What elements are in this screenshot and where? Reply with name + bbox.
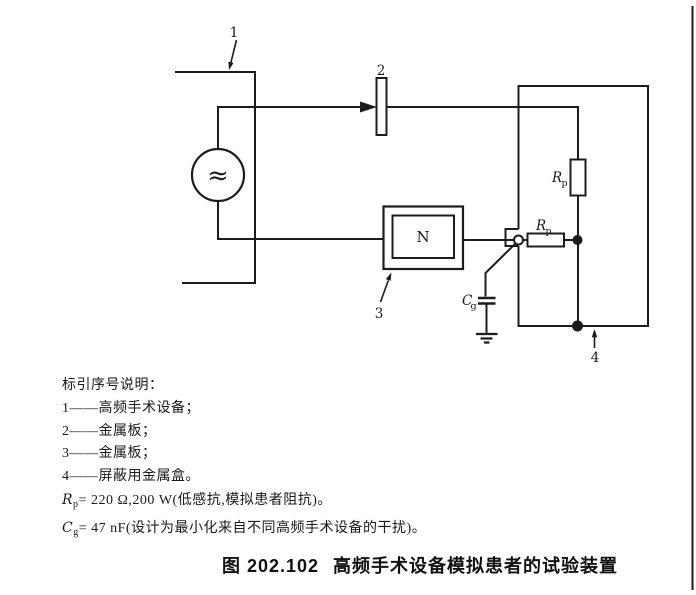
legend-cg-line: Cg= 47 nF(设计为最小化来自不同高频手术设备的干扰)。	[62, 517, 426, 545]
cg-label: C	[462, 293, 473, 309]
callout-1-arrow-line	[230, 39, 238, 63]
ground-symbol	[476, 332, 498, 344]
shield-box-outline	[517, 85, 649, 327]
callout-2-label: 2	[377, 63, 386, 79]
legend-item-2: 2——金属板；	[62, 423, 157, 439]
legend-cg-text: = 47 nF(设计为最小化来自不同高频手术设备的干扰)。	[78, 520, 427, 536]
rp-vertical-label: R	[551, 170, 562, 186]
cg-label-sub: g	[471, 301, 477, 312]
terminal-circle	[513, 234, 524, 246]
callout-1-arrowhead	[228, 61, 234, 70]
plate-arrowhead	[360, 101, 377, 113]
callout-4-arrowhead	[591, 329, 598, 338]
callout-3-label: 3	[375, 306, 384, 322]
rp-horizontal-resistor	[526, 232, 565, 248]
legend-cg-subscript: g	[73, 526, 79, 538]
callout-1-label: 1	[230, 25, 239, 41]
legend-rp-line: Rp= 220 Ω,200 W(低感抗,模拟患者阻抗)。	[62, 489, 426, 517]
source-wires	[217, 106, 383, 240]
junction-dot-top	[572, 235, 583, 245]
capacitor-plates	[478, 296, 496, 305]
legend-rp-text: = 220 Ω,200 W(低感抗,模拟患者阻抗)。	[78, 492, 332, 508]
legend-rp-subscript: p	[73, 498, 79, 510]
rp-horizontal-label: R	[535, 218, 546, 234]
n-box-label: N	[416, 228, 429, 246]
ac-source-circle	[190, 147, 246, 203]
plate-to-resistor-wire	[386, 106, 579, 160]
legend-cg-symbol: C	[62, 519, 74, 536]
legend-item-4: 4——屏蔽用金属盒。	[62, 469, 200, 485]
callout-3-arrow-line	[379, 280, 390, 303]
rp-horizontal-label-sub: p	[546, 226, 552, 237]
legend-item-1: 1——高频手术设备；	[62, 400, 200, 416]
figure-number: 图 202.102	[221, 556, 320, 576]
legend-item-3: 3——金属板；	[62, 446, 157, 462]
legend-rp-symbol: R	[62, 491, 74, 508]
callout-3-arrowhead	[385, 272, 392, 281]
n-box-inner	[391, 214, 455, 259]
ac-source-symbol: ≈	[207, 161, 229, 191]
rp-vertical-label-sub: p	[562, 178, 568, 189]
callout-4-label: 4	[591, 350, 600, 366]
figure-title: 高频手术设备模拟患者的试验装置	[333, 556, 619, 576]
junction-dot-bottom	[572, 320, 583, 332]
legend-heading: 标引序号说明：	[62, 378, 164, 393]
cg-branch-wire	[484, 243, 516, 333]
metal-plate-2	[375, 77, 388, 136]
figure-caption: 图 202.102 高频手术设备模拟患者的试验装置	[150, 552, 690, 578]
rp-vertical-resistor	[569, 158, 587, 197]
legend: 标引序号说明： 1——高频手术设备； 2——金属板； 3——金属板； 4——屏蔽…	[62, 375, 426, 545]
